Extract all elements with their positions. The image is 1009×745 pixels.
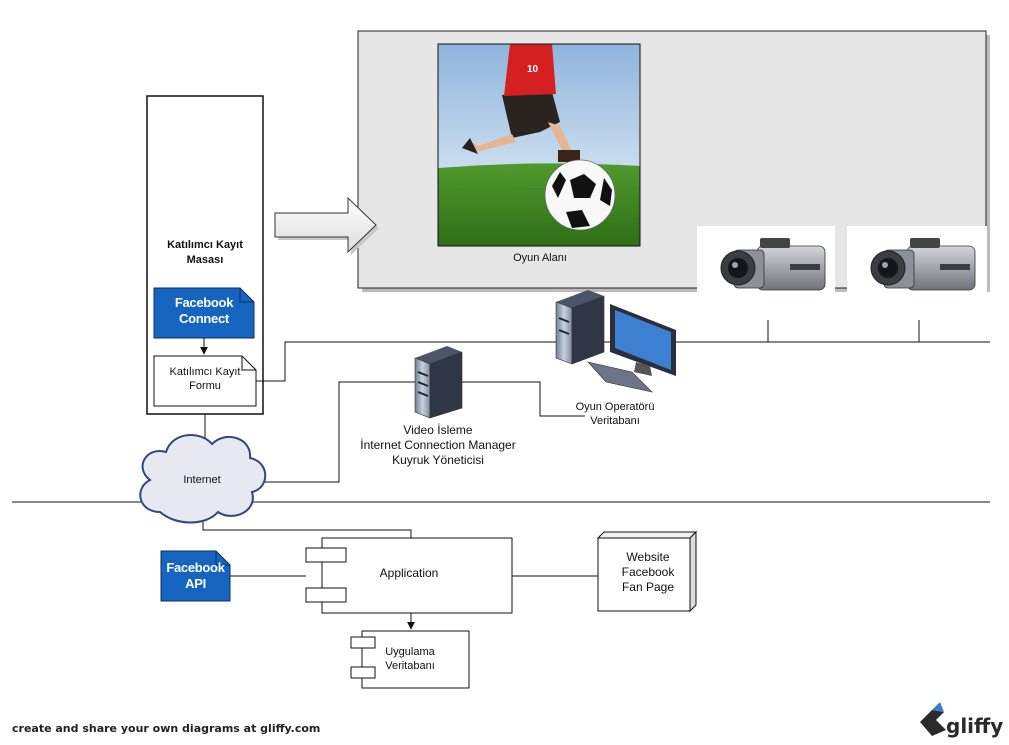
- camera-icon-1: [697, 226, 835, 294]
- svg-text:10: 10: [527, 64, 539, 75]
- facebook-api-shape: [160, 550, 231, 602]
- registration-desk-label: Katılımcı Kayıt Masası: [167, 239, 243, 266]
- facebook-connect-label: Facebook Connect: [174, 295, 234, 326]
- gliffy-brand: gliffy: [946, 714, 1004, 738]
- operator-db-label: Oyun Operatörü Veritabanı: [575, 401, 655, 427]
- internet-label: Internet: [183, 474, 221, 486]
- game-area-label: Oyun Alanı: [513, 252, 567, 264]
- application-label: Application: [379, 566, 439, 580]
- app-db-component: [350, 630, 470, 689]
- application-component: [305, 537, 513, 614]
- camera-icon-2: [847, 226, 987, 294]
- arrow-desk-to-game: [274, 196, 377, 254]
- app-db-label: Uygulama Veritabanı: [385, 646, 435, 672]
- connectors: [202, 320, 990, 577]
- facebook-connect-shape: [153, 287, 255, 339]
- operator-workstation-icon: [555, 290, 676, 393]
- website-label: Website Facebook Fan Page: [621, 550, 675, 594]
- facebook-api-label: Facebook API: [166, 560, 225, 591]
- website-box: [596, 530, 698, 613]
- gliffy-logo-icon: [920, 702, 946, 736]
- registration-form-shape: [153, 355, 257, 407]
- soccer-photo: 10: [437, 43, 641, 247]
- video-server-icon: [414, 346, 463, 419]
- video-server-label: Video İsleme İnternet Connection Manager…: [360, 423, 516, 467]
- footer-text: create and share your own diagrams at gl…: [12, 722, 321, 735]
- registration-form-label: Katılımcı Kayıt Formu: [169, 366, 241, 392]
- internet-cloud: [139, 433, 267, 524]
